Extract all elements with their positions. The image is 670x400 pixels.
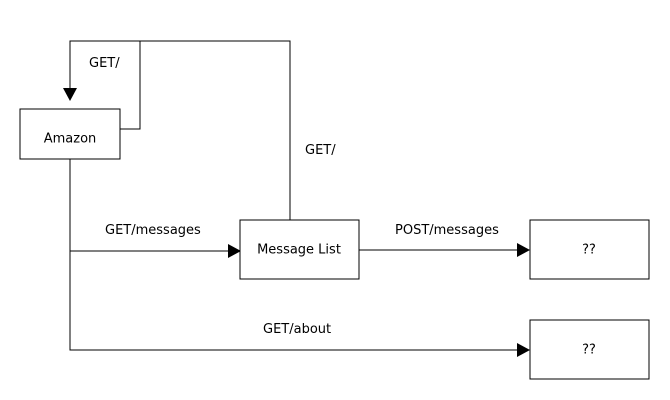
node-label-unknown-post: ?? [582, 243, 596, 258]
node-box [529, 219, 650, 280]
edge-messages-post: POST/messages [359, 223, 530, 257]
node-unknown-about[interactable]: ?? [529, 319, 650, 380]
arrowhead-icon [517, 243, 530, 257]
node-amazon[interactable]: Amazon [19, 108, 121, 160]
node-unknown-post[interactable]: ?? [529, 219, 650, 280]
edge-label-amazon-self: GET/ [89, 56, 120, 71]
node-message-list[interactable]: Message List [239, 219, 360, 280]
node-box [19, 108, 121, 160]
arrowhead-icon [63, 88, 77, 101]
node-label-unknown-about: ?? [582, 343, 596, 358]
arrowhead-icon [228, 244, 241, 258]
edge-label-messages-to-amazon: GET/ [305, 143, 336, 158]
edge-line [69, 251, 517, 351]
edge-amazon-about: GET/about [69, 251, 530, 357]
edge-label-amazon-to-messages: GET/messages [105, 223, 201, 238]
edge-label-amazon-about: GET/about [263, 322, 331, 337]
node-box [529, 319, 650, 380]
node-label-message-list: Message List [257, 243, 341, 258]
edge-amazon-to-messages: GET/messages [69, 159, 241, 258]
node-label-amazon: Amazon [44, 132, 97, 147]
edge-line [140, 40, 291, 220]
edge-messages-to-amazon: GET/ [140, 40, 336, 220]
node-box [239, 219, 360, 280]
edge-label-messages-post: POST/messages [395, 223, 499, 238]
arrowhead-icon [517, 343, 530, 357]
